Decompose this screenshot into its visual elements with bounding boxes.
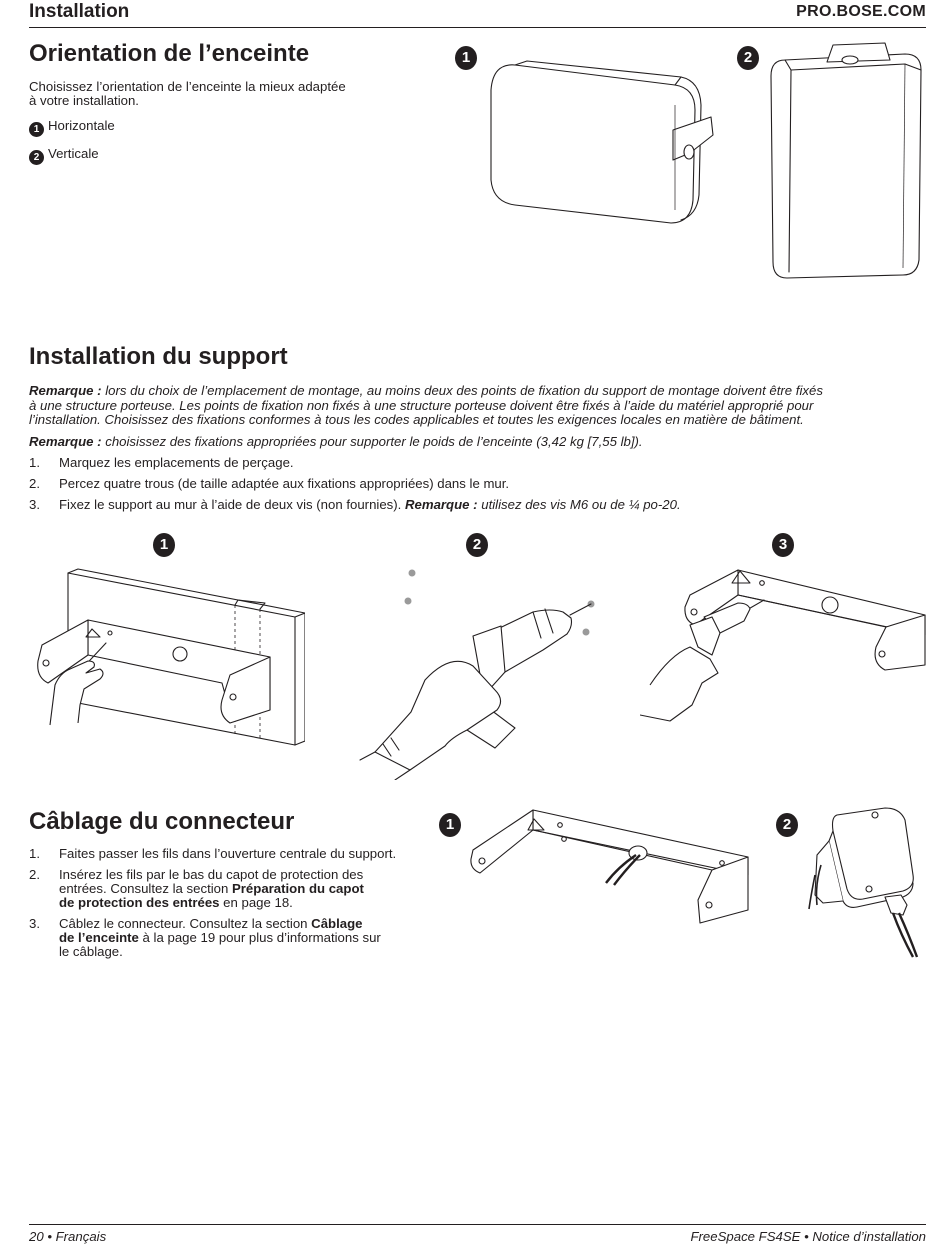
section-reference: Câblage — [311, 916, 363, 931]
fix-bracket-illustration — [640, 569, 926, 722]
figure-number-badge: 1 — [153, 533, 175, 557]
option-number-badge: 2 — [29, 150, 44, 165]
bracket-steps: 1. Marquez les emplacements de perçage. 2… — [29, 456, 929, 512]
figure-number-badge: 2 — [776, 813, 798, 837]
section-reference: Préparation du capot — [232, 881, 364, 896]
note-label: Remarque : — [29, 434, 102, 449]
list-item: 2. Insérez les fils par le bas du capot … — [29, 868, 429, 910]
footer-document-title: FreeSpace FS4SE • Notice d’installation — [690, 1229, 926, 1244]
step-text: Fixez le support au mur à l’aide de deux… — [59, 497, 402, 512]
section-reference: de protection des entrées — [59, 895, 220, 910]
step-text: Insérez les fils par le bas du capot de … — [59, 867, 364, 882]
note-text: lors du choix de l’emplacement de montag… — [105, 383, 823, 398]
list-item: 1. Marquez les emplacements de perçage. — [29, 456, 929, 470]
step-number: 1. — [29, 846, 40, 861]
bracket-note-weight: Remarque : choisissez des fixations appr… — [29, 434, 643, 450]
note-text: l’installation. Choisissez des fixations… — [29, 412, 804, 428]
vertical-speaker-illustration — [770, 42, 922, 279]
orientation-option-horizontal: 1 Horizontale — [29, 119, 115, 137]
figure-number-badge: 1 — [439, 813, 461, 837]
wiring-title: Câblage du connecteur — [29, 808, 295, 835]
note-label: Remarque : — [405, 497, 478, 512]
figure-number-badge: 3 — [772, 533, 794, 557]
wires-through-bracket-illustration — [470, 809, 749, 924]
step-number: 2. — [29, 867, 40, 882]
note-text: utilisez des vis M6 ou de ¼ po-20. — [481, 497, 681, 512]
step-number: 1. — [29, 455, 40, 470]
step-text: entrées. Consultez la section — [59, 881, 232, 896]
figure-number-badge: 2 — [466, 533, 488, 557]
horizontal-speaker-illustration — [490, 60, 714, 224]
option-number-badge: 1 — [29, 122, 44, 137]
orientation-intro-line1: Choisissez l’orientation de l’enceinte l… — [29, 79, 346, 94]
step-number: 3. — [29, 497, 40, 512]
bracket-note-fixing: Remarque : lors du choix de l’emplacemen… — [29, 383, 929, 428]
orientation-title: Orientation de l’enceinte — [29, 40, 310, 67]
footer-page-language: 20 • Français — [29, 1229, 107, 1244]
list-item: 2. Percez quatre trous (de taille adaptée… — [29, 477, 929, 491]
footer-rule — [29, 1224, 926, 1225]
list-item: 3. Câblez le connecteur. Consultez la se… — [29, 917, 429, 959]
section-reference: de l’enceinte — [59, 930, 139, 945]
note-label: Remarque : — [29, 383, 102, 398]
mark-drill-locations-illustration — [37, 568, 305, 746]
list-item: 1. Faites passer les fils dans l’ouvertur… — [29, 847, 429, 861]
header-rule — [29, 27, 926, 28]
figure-number-badge: 2 — [737, 46, 759, 70]
step-text: Percez quatre trous (de taille adaptée a… — [59, 476, 510, 491]
header-section-title: Installation — [29, 1, 130, 22]
option-label: Verticale — [48, 146, 99, 161]
wiring-steps: 1. Faites passer les fils dans l’ouvertur… — [29, 847, 429, 959]
step-text: en page 18. — [219, 895, 293, 910]
header-site-link[interactable]: PRO.BOSE.COM — [796, 3, 926, 20]
note-text: choisissez des fixations appropriées pou… — [105, 434, 643, 449]
orientation-intro: Choisissez l’orientation de l’enceinte l… — [29, 80, 346, 108]
step-text: Marquez les emplacements de perçage. — [59, 455, 294, 470]
bracket-title: Installation du support — [29, 343, 288, 370]
step-text: Faites passer les fils dans l’ouverture … — [59, 846, 397, 861]
step-text: le câblage. — [59, 944, 123, 959]
list-item: 3. Fixez le support au mur à l’aide de de… — [29, 498, 929, 512]
figure-number-badge: 1 — [455, 46, 477, 70]
orientation-option-vertical: 2 Verticale — [29, 147, 99, 165]
orientation-intro-line2: à votre installation. — [29, 93, 139, 108]
note-text: à une structure porteuse. Les points de … — [29, 397, 814, 413]
step-text: à la page 19 pour plus d’informations su… — [138, 930, 381, 945]
drill-holes-illustration — [359, 569, 595, 780]
step-number: 3. — [29, 916, 40, 931]
input-cover-wires-illustration — [808, 807, 919, 958]
option-label: Horizontale — [48, 118, 115, 133]
step-text: Câblez le connecteur. Consultez la secti… — [59, 916, 312, 931]
step-number: 2. — [29, 476, 40, 491]
